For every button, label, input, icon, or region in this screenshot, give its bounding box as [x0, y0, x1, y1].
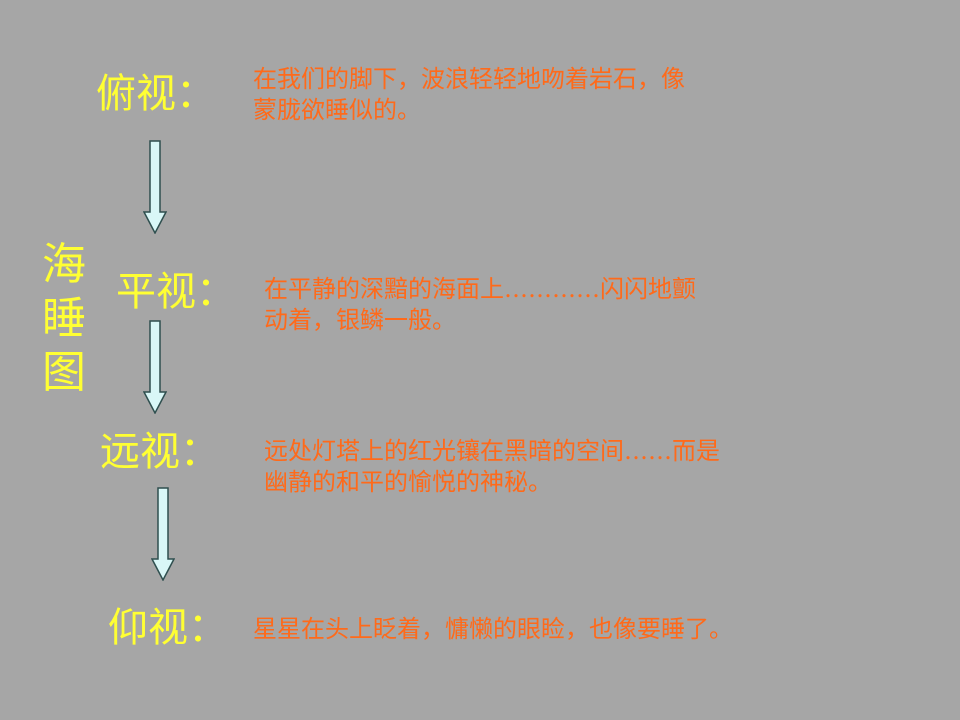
view-label-overhead: 俯视： [96, 71, 216, 117]
arrow-down-icon [151, 487, 175, 581]
view-label-level: 平视： [116, 269, 236, 315]
arrow-down-icon [143, 140, 167, 234]
arrow-down-icon [143, 320, 167, 414]
side-title: 海睡图 [42, 239, 86, 398]
view-description-distant: 远处灯塔上的红光镶在黑暗的空间……而是 幽静的和平的愉悦的神秘。 [264, 437, 720, 496]
view-description-upward: 星星在头上眨着，慵懒的眼睑，也像要睡了。 [253, 615, 733, 643]
view-label-upward: 仰视： [108, 605, 228, 651]
view-description-overhead: 在我们的脚下，波浪轻轻地吻着岩石，像 蒙胧欲睡似的。 [253, 65, 685, 124]
view-label-distant: 远视： [100, 429, 220, 475]
view-description-level: 在平静的深黯的海面上…………闪闪地颤 动着，银鳞一般。 [264, 275, 696, 334]
